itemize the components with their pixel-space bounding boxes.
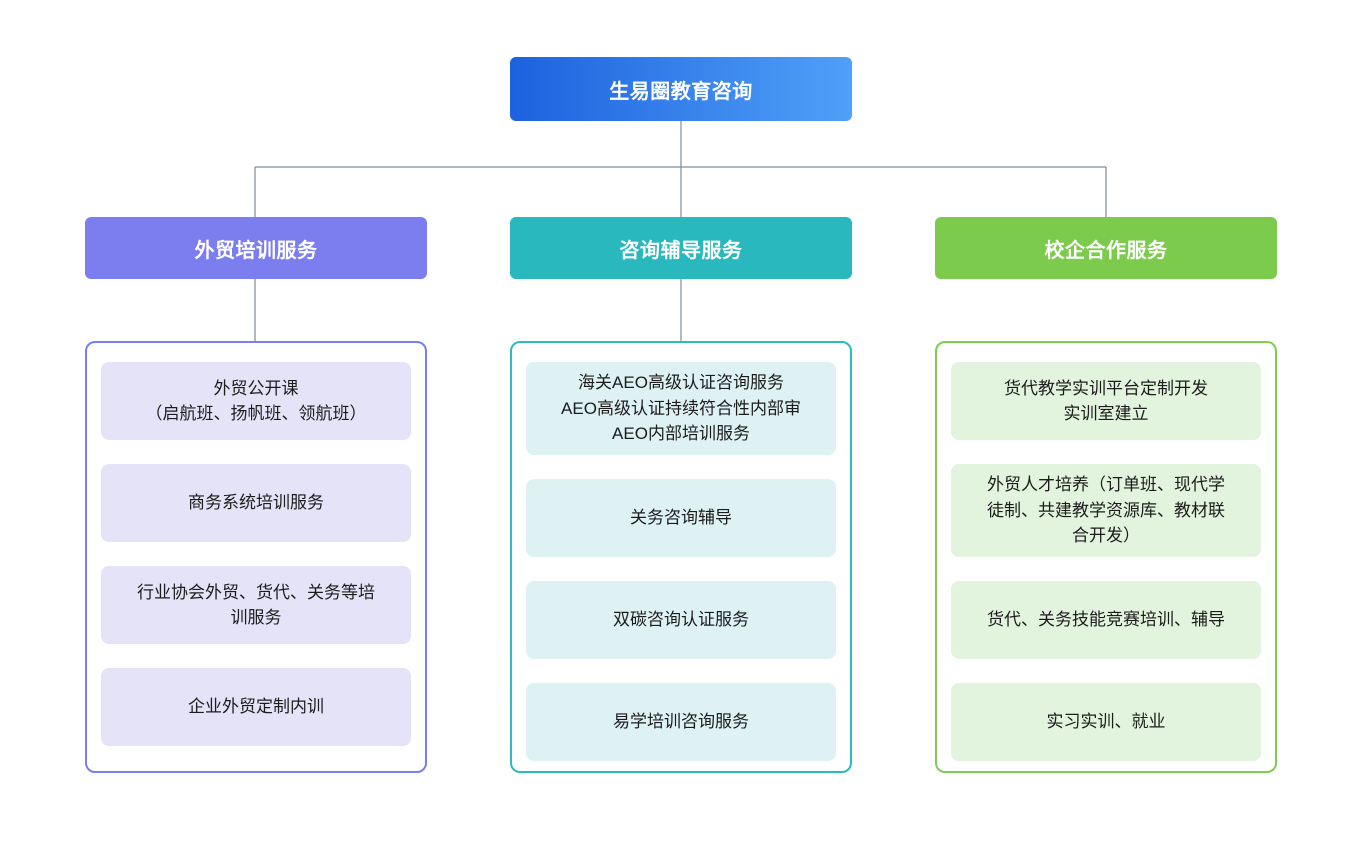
- service-item: 货代教学实训平台定制开发 实训室建立: [951, 362, 1261, 440]
- root-node-label: 生易圈教育咨询: [609, 80, 753, 103]
- branch-header-label: 外贸培训服务: [194, 239, 318, 262]
- branch-header-label: 咨询辅导服务: [619, 239, 743, 262]
- service-item: 行业协会外贸、货代、关务等培 训服务: [101, 566, 411, 644]
- root-node: 生易圈教育咨询: [510, 57, 852, 121]
- service-item: 外贸人才培养（订单班、现代学 徒制、共建教学资源库、教材联 合开发）: [951, 464, 1261, 557]
- service-item: 实习实训、就业: [951, 682, 1261, 761]
- branch-header-consulting-tutoring: 咨询辅导服务: [510, 217, 852, 279]
- branch-header-foreign-trade-training: 外贸培训服务: [85, 217, 427, 279]
- service-item: 货代、关务技能竞赛培训、辅导: [951, 580, 1261, 659]
- service-item: 海关AEO高级认证咨询服务 AEO高级认证持续符合性内部审 AEO内部培训服务: [526, 362, 836, 455]
- panel-consulting-tutoring: 海关AEO高级认证咨询服务 AEO高级认证持续符合性内部审 AEO内部培训服务 …: [510, 341, 852, 773]
- service-item: 商务系统培训服务: [101, 464, 411, 542]
- branch-header-school-enterprise: 校企合作服务: [935, 217, 1277, 279]
- panel-school-enterprise: 货代教学实训平台定制开发 实训室建立 外贸人才培养（订单班、现代学 徒制、共建教…: [935, 341, 1277, 773]
- service-item: 外贸公开课 （启航班、扬帆班、领航班）: [101, 362, 411, 440]
- service-item: 关务咨询辅导: [526, 478, 836, 557]
- service-item: 易学培训咨询服务: [526, 682, 836, 761]
- panel-foreign-trade-training: 外贸公开课 （启航班、扬帆班、领航班） 商务系统培训服务 行业协会外贸、货代、关…: [85, 341, 427, 773]
- branch-header-label: 校企合作服务: [1044, 239, 1168, 262]
- service-item: 企业外贸定制内训: [101, 668, 411, 746]
- service-item: 双碳咨询认证服务: [526, 580, 836, 659]
